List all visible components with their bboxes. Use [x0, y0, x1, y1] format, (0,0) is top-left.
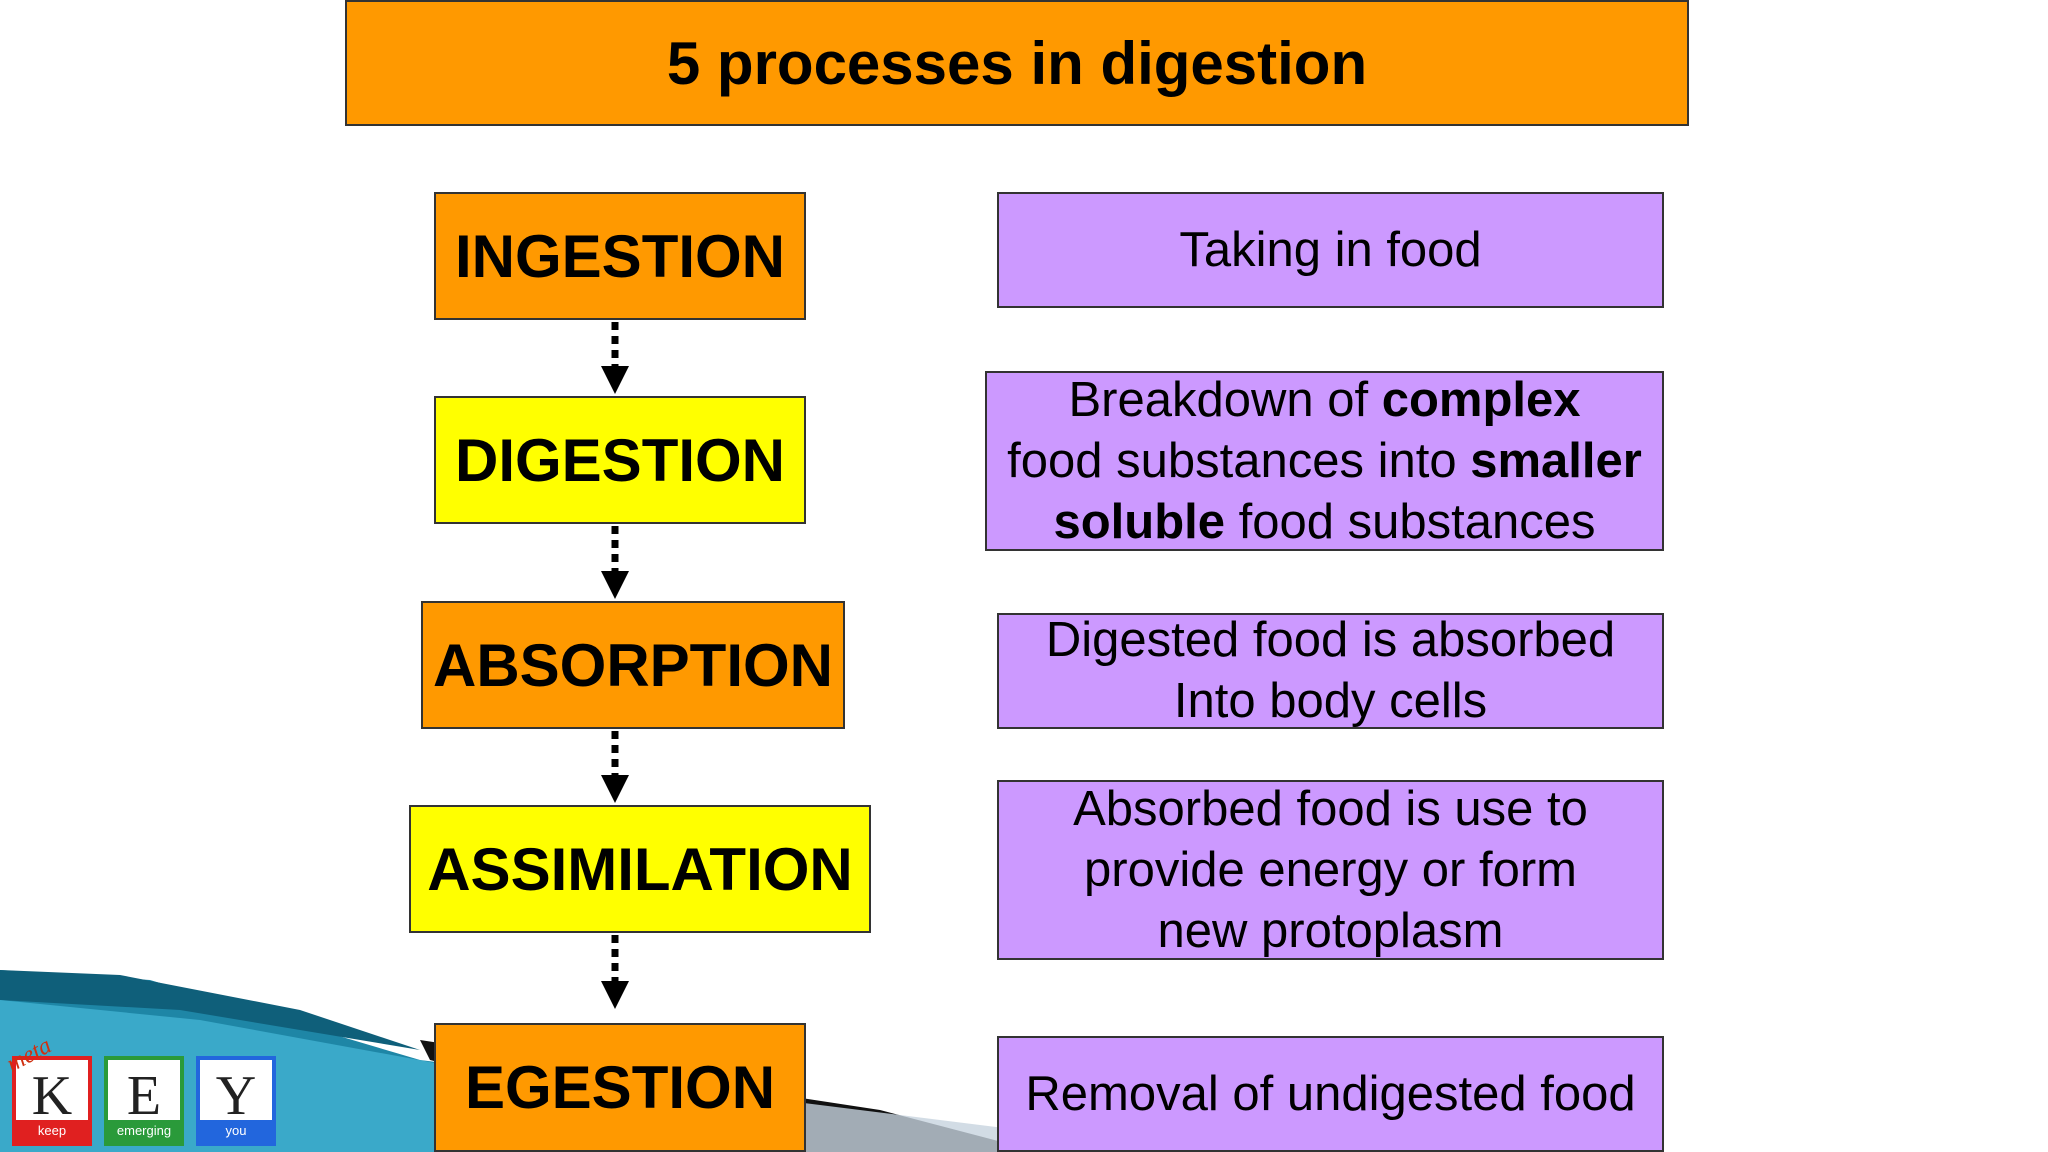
arrow-assimilation-to-egestion [601, 935, 629, 1009]
desc-absorption: Digested food is absorbed Into body cell… [997, 613, 1664, 729]
desc-digestion-part1: Breakdown of [1068, 372, 1382, 427]
desc-absorption-line2: Into body cells [1173, 674, 1488, 728]
arrow-absorption-to-assimilation [601, 731, 629, 803]
logo-tile-y: Y you [196, 1056, 276, 1146]
desc-digestion-part2: food substances into [1007, 433, 1471, 488]
desc-assimilation: Absorbed food is use to provide energy o… [997, 780, 1664, 960]
logo-letter-k: K [31, 1065, 73, 1127]
desc-assimilation-line3: new protoplasm [1157, 903, 1504, 958]
logo-word-emerging: emerging [108, 1120, 180, 1142]
slide-title: 5 processes in digestion [345, 0, 1689, 126]
desc-absorption-text: Digested food is absorbed Into body cell… [1046, 610, 1615, 732]
logo-letter-e: E [126, 1065, 162, 1127]
desc-digestion: Breakdown of complex food substances int… [985, 371, 1664, 551]
desc-ingestion-text: Taking in food [1179, 222, 1482, 277]
key-logo: K keep E emerging Y you meta [2, 1033, 285, 1152]
logo-word-keep: keep [16, 1120, 88, 1142]
arrow-digestion-to-absorption [601, 526, 629, 599]
logo-tile-e: E emerging [104, 1056, 184, 1146]
desc-egestion-text: Removal of undigested food [1025, 1066, 1636, 1121]
step-ingestion: INGESTION [434, 192, 806, 320]
step-digestion: DIGESTION [434, 396, 806, 524]
desc-assimilation-text: Absorbed food is use to provide energy o… [1073, 779, 1588, 962]
desc-digestion-bold-soluble: soluble [1053, 494, 1226, 549]
background-swoosh [0, 970, 1060, 1152]
arrow-ingestion-to-digestion [601, 322, 629, 394]
desc-digestion-part3: food substances [1225, 494, 1596, 549]
desc-ingestion: Taking in food [997, 192, 1664, 308]
logo-tile-k: K keep [12, 1056, 92, 1146]
desc-absorption-line1: Digested food is absorbed [1045, 613, 1616, 667]
desc-digestion-text: Breakdown of complex food substances int… [1007, 370, 1642, 553]
step-egestion: EGESTION [434, 1023, 806, 1152]
step-assimilation: ASSIMILATION [409, 805, 871, 933]
logo-word-you: you [200, 1120, 272, 1142]
logo-letter-y: Y [215, 1065, 257, 1127]
step-absorption: ABSORPTION [421, 601, 845, 729]
desc-digestion-bold-smaller: smaller [1470, 433, 1642, 488]
desc-egestion: Removal of undigested food [997, 1036, 1664, 1152]
desc-assimilation-line2: provide energy or form [1084, 842, 1577, 897]
desc-assimilation-line1: Absorbed food is use to [1073, 781, 1588, 836]
desc-digestion-bold-complex: complex [1381, 372, 1581, 427]
